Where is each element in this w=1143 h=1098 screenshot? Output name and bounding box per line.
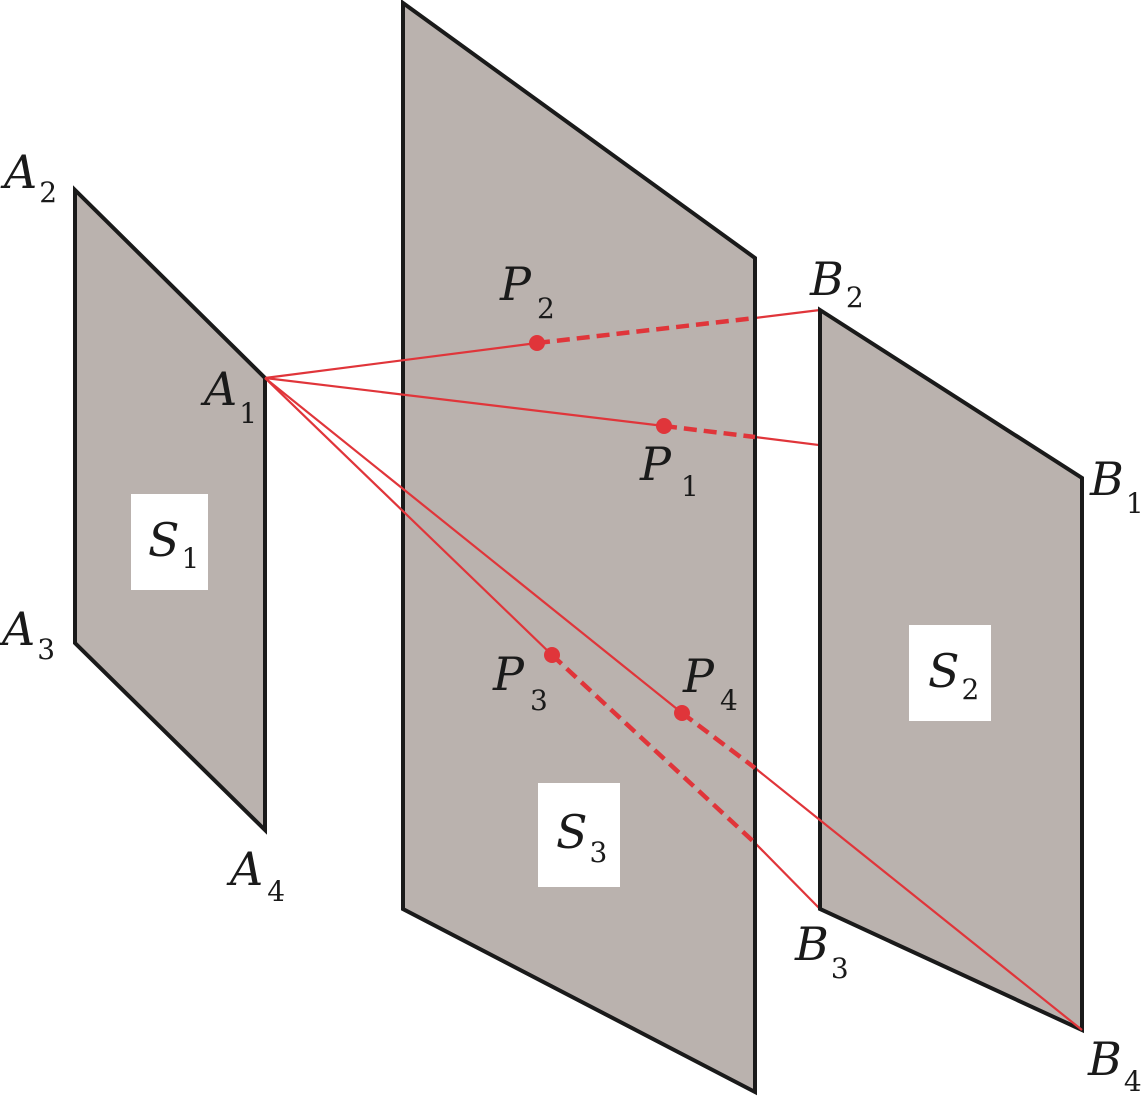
tag-s3: S3 [556,805,607,869]
ray-a1-b3-rear [754,842,821,910]
point-p3 [544,647,560,663]
ray-p3-hidden [550,653,757,845]
point-p2 [529,335,545,351]
ray-a1-p2 [264,341,538,380]
ray-a1-p1 [264,376,665,428]
label-a1: A1 [200,362,257,430]
label-a3: A3 [0,602,55,666]
ray-a1-b4-rear [754,767,1083,1031]
tag-s1-bg [131,494,208,590]
ray-a1-p3 [264,377,553,656]
label-b1: B1 [1089,452,1143,520]
ray-p1-hidden [663,423,756,440]
tag-s2: S2 [928,644,979,706]
ray-p4-hidden [680,711,757,770]
point-p1 [656,418,672,434]
tag-s1: S1 [148,513,199,575]
plane-s3 [401,0,757,1096]
point-p4 [674,705,690,721]
tag-s3-bg [538,783,620,887]
ray-p2-hidden [536,315,756,346]
label-a2: A2 [0,145,57,209]
ray-a1-p4 [264,377,683,714]
label-b3: B3 [794,917,849,985]
label-b2: B2 [809,252,864,314]
tag-s2-bg [909,625,991,721]
ray-a1-b2-rear [754,308,821,320]
label-b4: B4 [1087,1032,1142,1098]
